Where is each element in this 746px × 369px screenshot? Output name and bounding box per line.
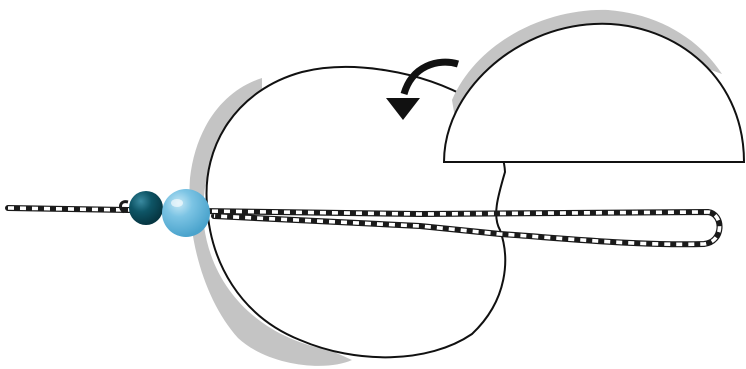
small-bead-knot: [119, 200, 129, 214]
curved-arrow-icon: [386, 58, 460, 120]
large-bead: [162, 189, 210, 237]
main-disc-shadow: [189, 78, 352, 366]
folded-flap: [442, 22, 746, 163]
small-bead: [129, 191, 163, 225]
large-bead-highlight: [171, 199, 183, 207]
cord: [5, 205, 723, 248]
